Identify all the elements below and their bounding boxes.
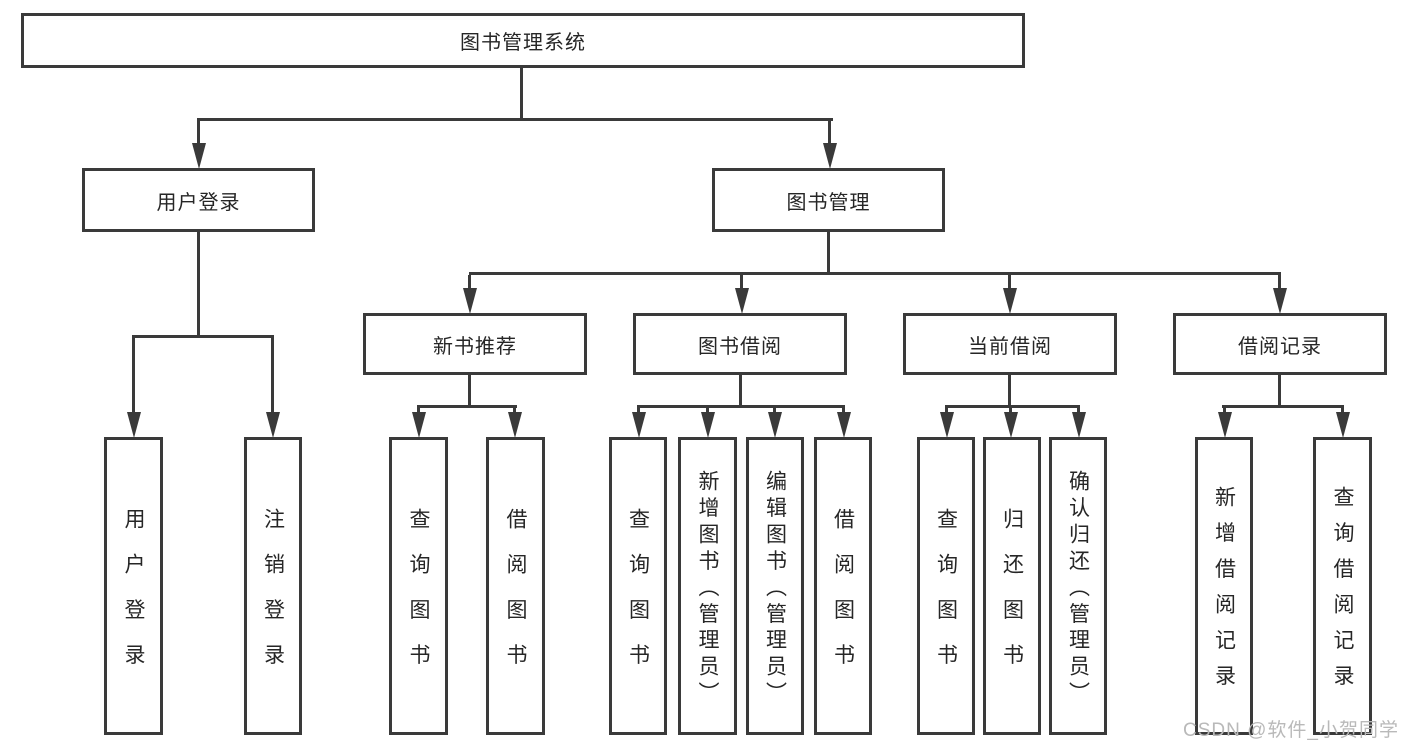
leaf-label: 编辑图书（管理员） xyxy=(763,469,787,708)
leaf-label: 确认归还（管理员） xyxy=(1066,469,1090,708)
connector-current-borrow-stub xyxy=(1008,375,1011,408)
arrow-down-icon xyxy=(735,288,749,314)
connector-borrow-records-rail xyxy=(1222,405,1344,408)
arrow-down-icon xyxy=(508,412,522,438)
node-label: 新书推荐 xyxy=(433,335,517,358)
connector-book-management-rail xyxy=(469,272,1281,275)
leaf-label: 新增借阅记录 xyxy=(1212,486,1236,701)
connector-user-login-stub xyxy=(197,232,200,338)
arrow-down-icon xyxy=(1003,288,1017,314)
arrow-down-icon xyxy=(768,412,782,438)
arrow-down-icon xyxy=(823,143,837,169)
leaf-label: 查询借阅记录 xyxy=(1331,486,1354,701)
leaf-label: 查询图书 xyxy=(407,507,430,689)
arrow-down-icon xyxy=(1004,412,1018,438)
connector-to-borrow-records xyxy=(1278,275,1281,289)
leaf-add-book-admin: 新增图书（管理员） xyxy=(678,437,737,735)
node-new-book-recommend: 新书推荐 xyxy=(363,313,587,375)
connector-book-borrow-stub xyxy=(739,375,742,408)
node-label: 当前借阅 xyxy=(968,335,1052,358)
leaf-label: 注销登录 xyxy=(261,507,285,689)
leaf-label: 借阅图书 xyxy=(831,507,855,689)
arrow-down-icon xyxy=(701,412,715,438)
node-label: 用户登录 xyxy=(156,191,241,214)
arrow-down-icon xyxy=(1273,288,1287,314)
arrow-down-icon xyxy=(192,143,206,169)
connector-to-current-borrow xyxy=(1008,275,1011,289)
node-book-borrow: 图书借阅 xyxy=(633,313,847,375)
connector-to-book-borrow xyxy=(740,275,743,289)
node-label: 图书管理系统 xyxy=(460,32,586,54)
leaf-confirm-return-admin: 确认归还（管理员） xyxy=(1049,437,1107,735)
arrow-down-icon xyxy=(412,412,426,438)
node-label: 借阅记录 xyxy=(1238,335,1322,358)
connector-root-stub xyxy=(520,66,523,120)
node-label: 图书管理 xyxy=(786,191,871,214)
node-user-login: 用户登录 xyxy=(82,168,315,232)
node-borrow-records: 借阅记录 xyxy=(1173,313,1387,375)
arrow-down-icon xyxy=(127,412,141,438)
leaf-add-borrow-record: 新增借阅记录 xyxy=(1195,437,1253,735)
connector-to-leaf-logout xyxy=(271,338,274,414)
leaf-label: 新增图书（管理员） xyxy=(696,469,719,708)
leaf-borrow-books: 借阅图书 xyxy=(814,437,872,735)
arrow-down-icon xyxy=(632,412,646,438)
connector-borrow-records-stub xyxy=(1278,375,1281,408)
connector-to-new-book-recommend xyxy=(468,275,471,289)
arrow-down-icon xyxy=(1218,412,1232,438)
connector-current-borrow-rail xyxy=(945,405,1080,408)
arrow-down-icon xyxy=(266,412,280,438)
leaf-query-books-recommend: 查询图书 xyxy=(389,437,448,735)
leaf-user-login: 用户登录 xyxy=(104,437,163,735)
connector-new-book-recommend-rail xyxy=(417,405,517,408)
connector-new-book-recommend-stub xyxy=(468,375,471,408)
leaf-query-books-borrow: 查询图书 xyxy=(609,437,667,735)
connector-root-to-book-management xyxy=(828,121,831,147)
arrow-down-icon xyxy=(940,412,954,438)
leaf-label: 查询图书 xyxy=(626,507,650,689)
connector-root-to-user-login xyxy=(197,121,200,147)
leaf-label: 查询图书 xyxy=(934,507,958,689)
leaf-query-borrow-record: 查询借阅记录 xyxy=(1313,437,1372,735)
connector-root-rail xyxy=(197,118,833,121)
node-book-management: 图书管理 xyxy=(712,168,945,232)
connector-book-borrow-rail xyxy=(637,405,845,408)
csdn-watermark: CSDN @软件_小贺同学 xyxy=(1183,720,1399,741)
leaf-label: 用户登录 xyxy=(122,507,145,689)
node-current-borrow: 当前借阅 xyxy=(903,313,1117,375)
node-label: 图书借阅 xyxy=(698,335,782,358)
arrow-down-icon xyxy=(463,288,477,314)
leaf-label: 归还图书 xyxy=(1000,507,1024,689)
arrow-down-icon xyxy=(1336,412,1350,438)
connector-book-management-stub xyxy=(827,232,830,275)
leaf-label: 借阅图书 xyxy=(504,507,527,689)
leaf-query-books-current: 查询图书 xyxy=(917,437,975,735)
connector-user-login-rail xyxy=(132,335,274,338)
leaf-return-books: 归还图书 xyxy=(983,437,1041,735)
leaf-logout: 注销登录 xyxy=(244,437,302,735)
leaf-borrow-books-recommend: 借阅图书 xyxy=(486,437,545,735)
leaf-edit-book-admin: 编辑图书（管理员） xyxy=(746,437,804,735)
connector-to-leaf-user-login xyxy=(132,338,135,414)
node-library-management-system: 图书管理系统 xyxy=(21,13,1025,68)
arrow-down-icon xyxy=(1072,412,1086,438)
arrow-down-icon xyxy=(837,412,851,438)
